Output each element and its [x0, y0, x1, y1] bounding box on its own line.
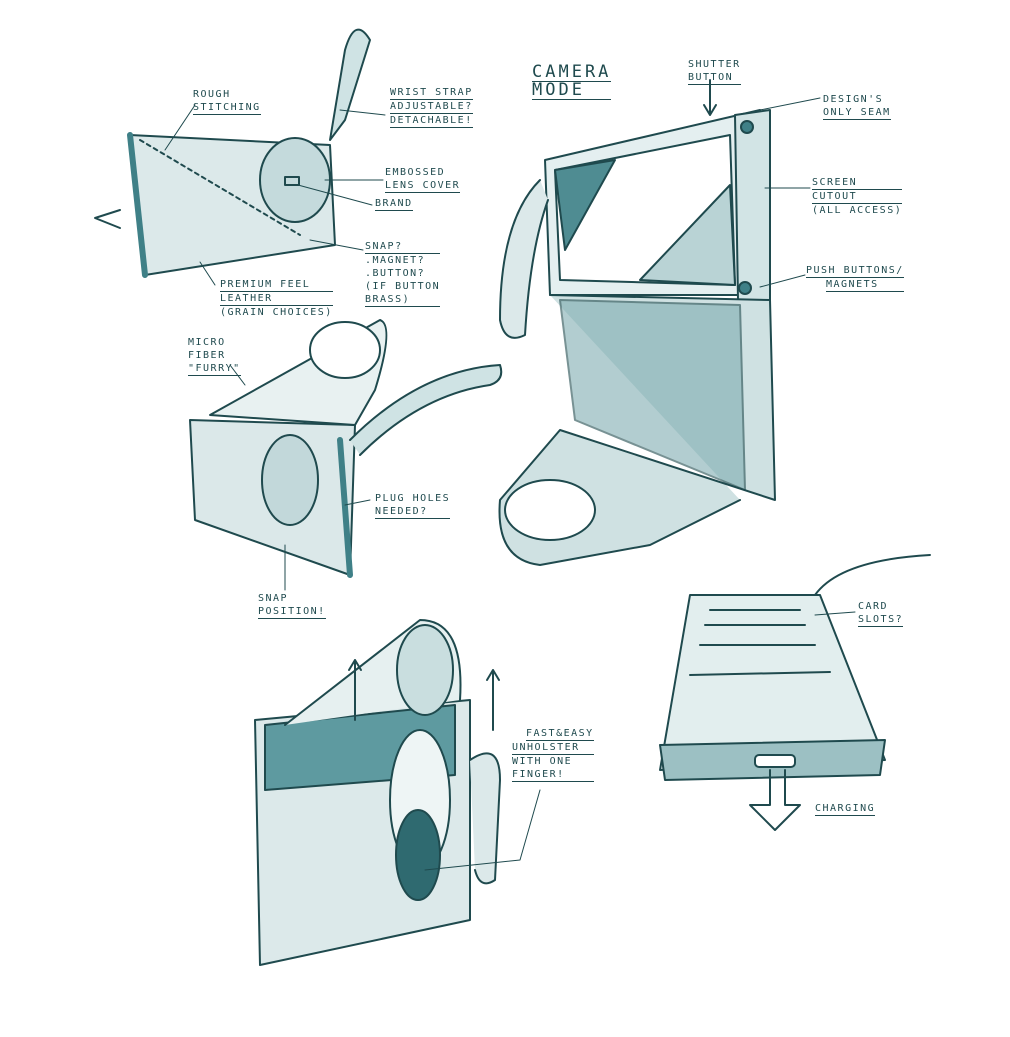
- note-card-slots: CardSlots?: [858, 600, 904, 627]
- note-line: (If Button: [365, 281, 441, 292]
- note-brand: Brand: [375, 198, 413, 211]
- note-line: Needed?: [375, 505, 451, 519]
- note-line: Magnets: [826, 278, 904, 292]
- note-line: Rough: [193, 89, 231, 100]
- sketch-camera-mode: [498, 79, 776, 566]
- note-shutter-button: ShutterButton: [688, 58, 741, 85]
- note-screen-cutout: ScreenCutout(All Access): [812, 176, 903, 217]
- note-line: Mode: [532, 82, 612, 100]
- note-line: Push Buttons/: [806, 265, 904, 278]
- sketch-card-slots: [659, 554, 931, 831]
- note-line: Position!: [258, 606, 326, 619]
- note-line: Stitching: [193, 102, 261, 115]
- note-line: Plug Holes: [375, 493, 451, 504]
- note-line: With One: [512, 756, 573, 767]
- note-line: Screen: [812, 176, 903, 190]
- sketch-open-flap: [189, 319, 503, 578]
- note-premium-leather: Premium FeelLeather(Grain Choices): [220, 278, 333, 319]
- note-line: .Magnet?: [365, 255, 426, 266]
- note-line: Only Seam: [823, 107, 891, 120]
- note-line: Fiber: [188, 350, 226, 361]
- note-line: Button: [688, 71, 741, 85]
- note-camera-mode: CameraMode: [532, 62, 612, 100]
- note-line: Slots?: [858, 614, 904, 627]
- sketch-closed-case: [94, 28, 371, 278]
- note-unholster: Fast&EasyUnholsterWith OneFinger!: [512, 727, 594, 782]
- note-only-seam: Design'sOnly Seam: [823, 93, 891, 120]
- note-embossed: EmbossedLens Cover: [385, 166, 461, 193]
- note-snap: Snap?.Magnet? .Button? (If ButtonBrass): [365, 240, 441, 307]
- note-rough-stitching: RoughStitching: [193, 88, 261, 115]
- leader-lines: [164, 97, 856, 871]
- note-plug-holes: Plug HolesNeeded?: [375, 492, 451, 519]
- note-line: .Button?: [365, 268, 426, 279]
- note-line: Camera: [532, 62, 612, 82]
- note-wrist-strap: Wrist StrapAdjustable?Detachable!: [390, 86, 473, 128]
- note-line: Premium Feel: [220, 278, 333, 292]
- note-line: Finger!: [512, 768, 594, 782]
- note-line: Leather: [220, 292, 333, 306]
- note-line: (All Access): [812, 205, 903, 216]
- note-line: (Grain Choices): [220, 307, 333, 318]
- note-line: Lens Cover: [385, 180, 461, 193]
- note-line: "Furry": [188, 363, 241, 376]
- note-charging: Charging: [815, 803, 876, 816]
- note-line: Cutout: [812, 190, 903, 204]
- note-line: Embossed: [385, 167, 446, 178]
- note-line: Snap: [258, 593, 289, 604]
- note-micro-fiber: MicroFiber "Furry": [188, 336, 241, 376]
- note-line: Design's: [823, 94, 884, 105]
- note-snap-position: SnapPosition!: [258, 592, 326, 619]
- note-line: Wrist Strap: [390, 87, 473, 100]
- note-line: Adjustable?: [390, 101, 473, 114]
- note-line: Shutter: [688, 59, 741, 70]
- note-line: Micro: [188, 337, 226, 348]
- note-line: Unholster: [512, 741, 594, 755]
- note-line: Fast&Easy: [526, 728, 594, 741]
- note-line: Card: [858, 601, 889, 612]
- note-line: Snap?: [365, 240, 441, 254]
- note-push-buttons: Push Buttons/Magnets: [806, 264, 904, 292]
- note-line: Brass): [365, 293, 441, 307]
- sketch-unholster: [254, 619, 501, 966]
- note-line: Detachable!: [390, 115, 473, 128]
